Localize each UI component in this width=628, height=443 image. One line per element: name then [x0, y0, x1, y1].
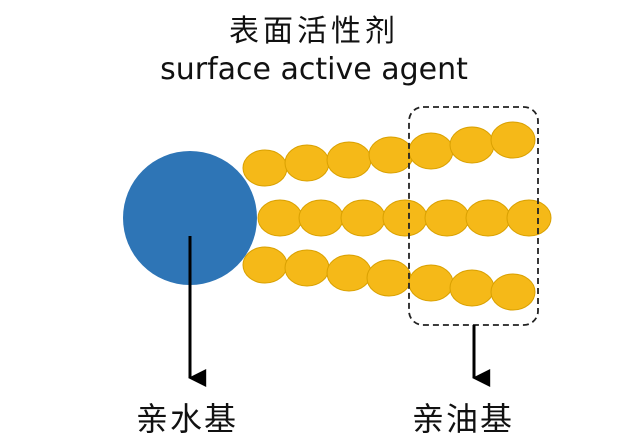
title-chinese: 表面活性剂 — [229, 14, 399, 49]
label-hydrophilic: 亲水基 — [136, 400, 239, 438]
tail-bead — [382, 199, 428, 237]
tail-bead — [368, 136, 414, 174]
tail-bead — [408, 264, 454, 302]
hydrophilic-head — [123, 151, 257, 285]
tail-bead — [284, 249, 330, 287]
tail-bead — [242, 246, 288, 284]
tail-bead — [506, 199, 552, 237]
tail-bead — [242, 149, 288, 187]
tail-bead — [490, 273, 536, 311]
tail-bead — [326, 254, 372, 292]
hydrophobic-tail-chains — [242, 121, 552, 311]
tail-bead — [366, 259, 412, 297]
tail-bead — [465, 199, 511, 237]
tail-bead — [424, 199, 470, 237]
tail-bead — [449, 269, 495, 307]
tail-bead — [340, 199, 386, 237]
tail-bead — [408, 132, 454, 170]
tail-bead — [326, 141, 372, 179]
tail-bead — [449, 126, 495, 164]
tail-bead — [490, 121, 536, 159]
label-lipophilic: 亲油基 — [412, 400, 515, 438]
tail-bead — [257, 199, 303, 237]
title-english: surface active agent — [160, 52, 468, 87]
tail-bead — [284, 144, 330, 182]
tail-bead — [298, 199, 344, 237]
